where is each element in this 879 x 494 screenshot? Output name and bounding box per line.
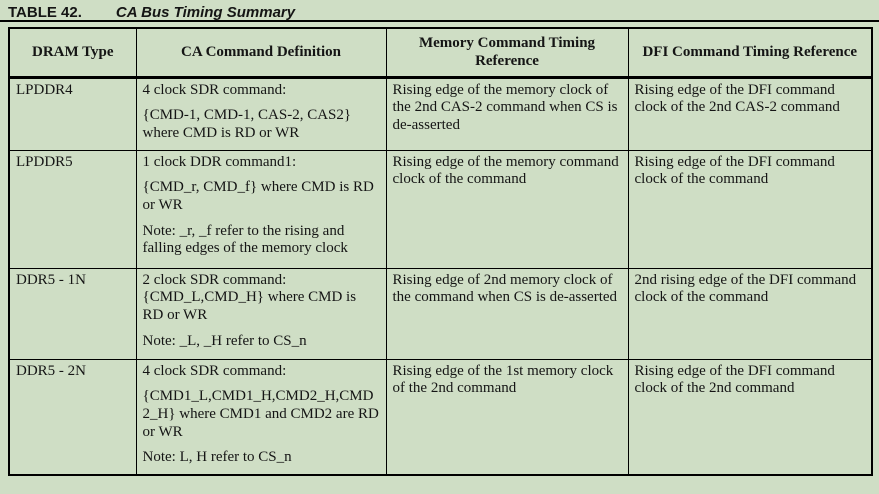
ca-definition-paragraph: Note: _r, _f refer to the rising and fal… xyxy=(142,222,348,257)
cell-memory-command-timing-reference: Rising edge of the memory command clock … xyxy=(385,149,629,269)
ca-definition-paragraph: {CMD_r, CMD_f} where CMD is RD or WR xyxy=(142,179,374,213)
table-caption-label: TABLE 42. xyxy=(8,4,82,21)
cell-ca-command-definition: 4 clock SDR command: {CMD-1, CMD-1, CAS-2… xyxy=(135,76,387,151)
ca-definition-paragraph: {CMD1_L,CMD1_H,CMD2_H,CMD2_H} where CMD1… xyxy=(142,388,379,440)
ca-definition-paragraph: 4 clock SDR command: xyxy=(142,362,287,379)
ca-definition-paragraph: Note: L, H refer to CS_n xyxy=(142,449,292,466)
table-row: LPDDR5 1 clock DDR command1: {CMD_r, CMD_f… xyxy=(8,149,873,269)
header-dram-type: DRAM Type xyxy=(8,27,137,79)
header-ca-command-definition: CA Command Definition xyxy=(135,27,387,79)
header-row: DRAM Type CA Command Definition Memory C… xyxy=(8,27,873,79)
cell-memory-command-timing-reference: Rising edge of the 1st memory clock of t… xyxy=(385,358,629,476)
ca-definition-paragraph: 4 clock SDR command: xyxy=(142,81,287,98)
caption-rule xyxy=(0,20,879,22)
ca-definition-paragraph: {CMD-1, CMD-1, CAS-2, CAS2} where CMD is… xyxy=(142,107,352,141)
cell-dfi-command-timing-reference: Rising edge of the DFI command clock of … xyxy=(627,149,873,269)
cell-ca-command-definition: 2 clock SDR command: {CMD_L,CMD_H} where… xyxy=(135,267,387,360)
table-row: LPDDR4 4 clock SDR command: {CMD-1, CMD-1,… xyxy=(8,76,873,151)
ca-definition-paragraph: Note: _L, _H refer to CS_n xyxy=(142,332,307,349)
header-dfi-command-timing-reference: DFI Command Timing Reference xyxy=(627,27,873,79)
table-body: LPDDR4 4 clock SDR command: {CMD-1, CMD-1,… xyxy=(8,76,873,476)
cell-dram-type: LPDDR4 xyxy=(8,76,137,151)
cell-dram-type: LPDDR5 xyxy=(8,149,137,269)
ca-definition-paragraph: 2 clock SDR command: {CMD_L,CMD_H} where… xyxy=(142,271,357,323)
cell-dfi-command-timing-reference: 2nd rising edge of the DFI command clock… xyxy=(627,267,873,360)
cell-dfi-command-timing-reference: Rising edge of the DFI command clock of … xyxy=(627,76,873,151)
table-caption: TABLE 42. CA Bus Timing Summary xyxy=(0,0,879,21)
document-page: TABLE 42. CA Bus Timing Summary DRAM Typ… xyxy=(0,0,879,476)
table-caption-title: CA Bus Timing Summary xyxy=(115,4,296,21)
table-row: DDR5 - 2N 4 clock SDR command: {CMD1_L,CMD… xyxy=(8,358,873,476)
cell-dram-type: DDR5 - 2N xyxy=(8,358,137,476)
cell-ca-command-definition: 4 clock SDR command: {CMD1_L,CMD1_H,CMD2_… xyxy=(135,358,387,476)
ca-bus-timing-table: DRAM Type CA Command Definition Memory C… xyxy=(8,27,873,476)
cell-memory-command-timing-reference: Rising edge of 2nd memory clock of the c… xyxy=(385,267,629,360)
header-memory-command-timing-reference: Memory Command Timing Reference xyxy=(385,27,629,79)
cell-dram-type: DDR5 - 1N xyxy=(8,267,137,360)
cell-memory-command-timing-reference: Rising edge of the memory clock of the 2… xyxy=(385,76,629,151)
ca-definition-paragraph: 1 clock DDR command1: xyxy=(142,153,297,170)
cell-dfi-command-timing-reference: Rising edge of the DFI command clock of … xyxy=(627,358,873,476)
cell-ca-command-definition: 1 clock DDR command1: {CMD_r, CMD_f} wher… xyxy=(135,149,387,269)
